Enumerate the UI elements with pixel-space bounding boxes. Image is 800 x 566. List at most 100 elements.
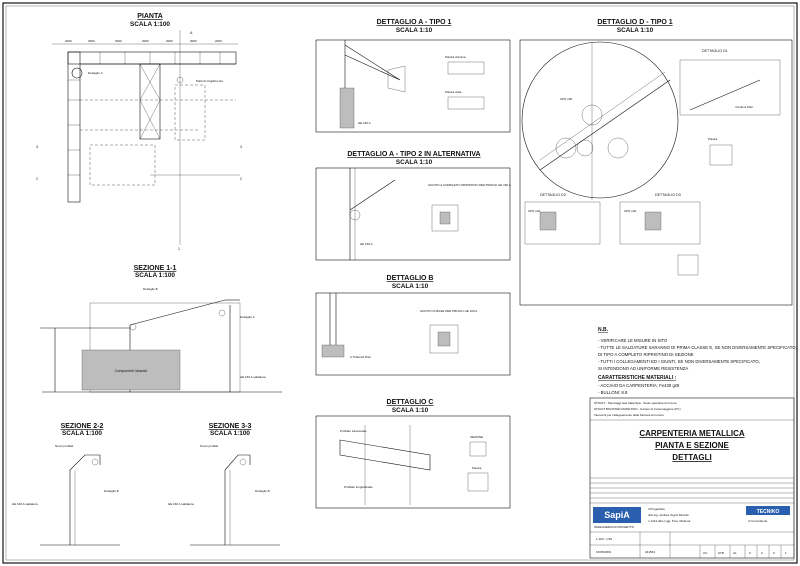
- plan-dim-5: 2000: [166, 39, 173, 43]
- title-block: STOGIT - Stoccaggi Gas Italia Spa - Sede…: [589, 397, 795, 559]
- view-dettaglio-b: DETTAGLIO B SCALA 1:10 GIUNTO DI BASE PE…: [315, 275, 511, 376]
- view-dettaglio-a2: DETTAGLIO A - TIPO 2 IN ALTERNATIVA SCAL…: [315, 151, 511, 261]
- project-line-3: Interventi per l'adeguamento della barri…: [594, 413, 664, 417]
- rev-5: 0: [761, 551, 763, 555]
- drawing-title-1: CARPENTERIA METALLICA: [639, 429, 745, 438]
- plan-dim-3: 3000: [115, 39, 122, 43]
- detA1-title: DETTAGLIO A - TIPO 1: [377, 19, 452, 26]
- pianta-scale: SCALA 1:100: [130, 21, 170, 28]
- detD-upn160: UPN 160: [560, 97, 573, 101]
- view-dettaglio-c: DETTAGLIO C SCALA 1:10 Profilato trasver…: [315, 399, 511, 509]
- note-4: - TUTTI I COLLEGAMENTI ED I GIUNTI, SE N…: [598, 359, 760, 364]
- view-sezione-2-2: SEZIONE 2-2 SCALA 1:100 Nuovi profilati …: [12, 423, 120, 546]
- plan-tag-label: Piatti di irrigidimento: [196, 79, 223, 83]
- sec33-det: Dettaglio B: [255, 489, 270, 493]
- date: 15/05/2009: [596, 550, 611, 554]
- detA2-he: HE 160 A: [360, 242, 373, 246]
- detC-title: DETTAGLIO C: [387, 399, 434, 406]
- sezione11-title: SEZIONE 1-1: [134, 265, 177, 272]
- detB-giunto: GIUNTO DI BASE PER PROFILI HE 160 A: [420, 309, 477, 313]
- plan-dim-1: 2000: [65, 39, 72, 43]
- plan-dim-7: 2000: [215, 39, 222, 43]
- note-3: DI TIPO A COMPLETO RIPRISTINO DI SEZIONE: [598, 352, 694, 357]
- materials-heading: CARATTERISTICHE MATERIALI :: [598, 375, 676, 381]
- detA1-scale: SCALA 1:10: [396, 27, 433, 34]
- detC-sezione: SEZIONE: [470, 435, 483, 439]
- sec33-he: HE 160 A saldatura: [168, 502, 194, 506]
- drawing-title-3: DETTAGLI: [672, 453, 711, 462]
- rev-6: 0: [773, 551, 775, 555]
- svg-text:2: 2: [36, 177, 38, 181]
- sezione11-scale: SCALA 1:100: [135, 272, 175, 279]
- detD2-upn: UPN 120: [528, 209, 541, 213]
- detB-tirafondi: 4 Tirafondi M12: [350, 355, 371, 359]
- plan-detail-label: Dettaglio C: [88, 71, 104, 75]
- sec11-box-label: Componenti idraulici: [115, 369, 148, 373]
- material-2: - BULLONI: 8.8: [598, 390, 628, 395]
- sec11-det-b: Dettaglio B: [143, 287, 158, 291]
- rev-2: STR: [718, 551, 725, 555]
- detD2-title: DETTAGLIO D2: [540, 193, 566, 197]
- detD-title: DETTAGLIO D - TIPO 1: [597, 19, 672, 26]
- sec11-component-box: [81, 349, 181, 391]
- sheet-inner-border: [5, 5, 795, 561]
- rev-4: 0: [749, 551, 751, 555]
- detD3-title: DETTAGLIO D3: [655, 193, 681, 197]
- company-sub: INGEGNERIA DI PROGETTO: [594, 525, 635, 529]
- rev-7: 1: [785, 551, 787, 555]
- rev-1: OV: [703, 551, 707, 555]
- view-sezione-3-3: SEZIONE 3-3 SCALA 1:100 Nuovi profilati …: [168, 423, 280, 546]
- detA1-piastra-anima: Piastra d'anima: [445, 55, 466, 59]
- sec11-he: HE 160 A saldatura: [240, 375, 266, 379]
- detA2-scale: SCALA 1:10: [396, 159, 433, 166]
- company-logo: [593, 507, 641, 523]
- note-5: SI INTENDONO AD UNIFORME RESISTENZA: [598, 366, 688, 371]
- detC-trasv: Profilato trasversale: [340, 429, 367, 433]
- view-sezione-1-1: SEZIONE 1-1 SCALA 1:100 Componenti idrau…: [40, 265, 282, 393]
- code: 041564: [645, 550, 655, 554]
- plan-section-a: A: [190, 31, 193, 35]
- detD1-title: DETTAGLIO D1: [702, 49, 728, 53]
- project-line-1: STOGIT - Stoccaggi Gas Italia Spa - Sede…: [594, 401, 677, 405]
- detA1-he: HE 160 A: [358, 121, 371, 125]
- plan-dim-4: 2000: [142, 39, 149, 43]
- sec11-det-a: Dettaglio A: [240, 315, 255, 319]
- company-logo-text: SapiA: [604, 510, 630, 520]
- svg-text:1: 1: [178, 247, 180, 251]
- plan-dim-2: 3000: [88, 39, 95, 43]
- sezione22-scale: SCALA 1:100: [62, 430, 102, 437]
- plan-dim-6: 3000: [190, 39, 197, 43]
- sec22-det: Dettaglio B: [104, 489, 119, 493]
- detC-piastra: Piastra: [472, 466, 482, 470]
- detD3-upn: UPN 120: [624, 209, 637, 213]
- designer-name: dott.ing. Andrea Vegini Morello: [648, 513, 689, 517]
- designer-label: Il Progettista: [648, 507, 665, 511]
- view-dettaglio-a1: DETTAGLIO A - TIPO 1 SCALA 1:10 Piastra …: [315, 19, 511, 133]
- client-box: [746, 506, 790, 515]
- notes-block: N.B. - VERIFICARE LE MISURE IN SITO - TU…: [598, 327, 797, 395]
- view-dettaglio-d: DETTAGLIO D - TIPO 1 SCALA 1:10 DETTAGLI…: [519, 19, 793, 306]
- note-2: - TUTTE LE SALDATURE SARANNO DI PRIMA CL…: [598, 345, 797, 350]
- note-1: - VERIFICARE LE MISURE IN SITO: [598, 338, 668, 343]
- sezione33-title: SEZIONE 3-3: [209, 423, 252, 430]
- sec22-he: HE 160 A saldatura: [12, 502, 38, 506]
- detC-long: Profilato longitudinale: [344, 485, 373, 489]
- detC-scale: SCALA 1:10: [392, 407, 429, 414]
- detD1-piastra: Piastra: [708, 137, 718, 141]
- svg-text:3: 3: [36, 145, 38, 149]
- project-line-2: STOGIT BOOSTER MUDETION - Campo di Corte…: [594, 407, 681, 411]
- scale-values: 1:100 - 1:50: [596, 537, 612, 541]
- sezione33-scale: SCALA 1:100: [210, 430, 250, 437]
- svg-text:3: 3: [240, 145, 242, 149]
- detA1-piastra-ala: Piastra d'ala: [445, 90, 462, 94]
- detB-scale: SCALA 1:10: [392, 283, 429, 290]
- detD-scale: SCALA 1:10: [617, 27, 654, 34]
- view-pianta: PIANTA SCALA 1:100 2000 3000 3000 2000 2…: [36, 13, 242, 251]
- drawing-title-2: PIANTA E SEZIONE: [655, 441, 729, 450]
- rev-3: A1: [733, 551, 737, 555]
- detD1-bolt: 4 bulloni M12: [735, 105, 753, 109]
- sezione22-title: SEZIONE 2-2: [61, 423, 104, 430]
